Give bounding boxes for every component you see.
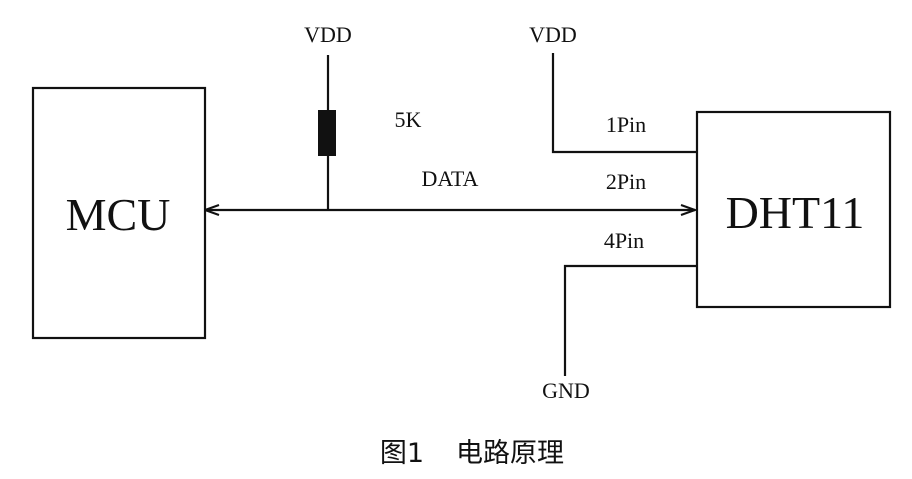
pullup-resistor — [318, 110, 336, 156]
mcu-block — [31, 86, 207, 340]
pin2-label: 2Pin — [606, 169, 646, 194]
vdd-right-label: VDD — [529, 22, 577, 47]
figure-caption: 电路原理 — [456, 438, 564, 469]
gnd-label: GND — [542, 378, 590, 403]
dht11-label: DHT11 — [726, 187, 865, 238]
resistor-value-label: 5K — [395, 107, 422, 132]
pin1-label: 1Pin — [606, 112, 646, 137]
dht11-block — [695, 110, 892, 309]
data-line-label: DATA — [422, 166, 479, 191]
mcu-label: MCU — [66, 189, 171, 240]
figure-number: 图1 — [380, 438, 424, 469]
vdd-left-label: VDD — [304, 22, 352, 47]
vdd-to-pin1-wire — [551, 53, 697, 154]
pin4-to-gnd-wire — [563, 264, 697, 376]
pin4-label: 4Pin — [604, 228, 644, 253]
